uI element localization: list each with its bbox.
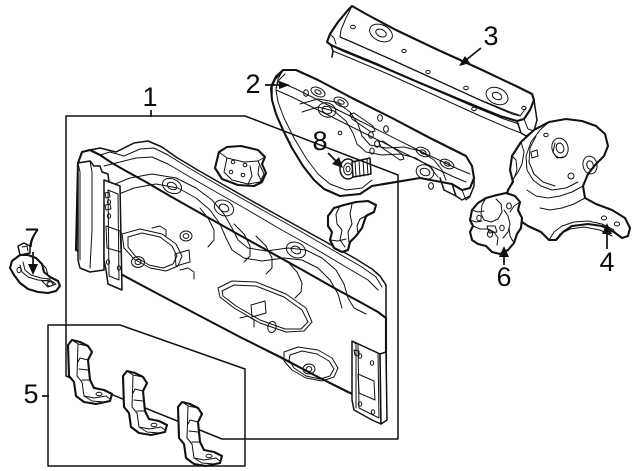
callout-label-7[interactable]: 7 bbox=[24, 223, 39, 253]
callout-4-leader bbox=[602, 223, 612, 249]
panel-mounted-bracket-upper bbox=[213, 144, 268, 188]
part-6-striker-reinforcement-bracket[interactable] bbox=[468, 191, 524, 256]
part-5-bracket-set[interactable] bbox=[47, 324, 246, 468]
callout-label-5[interactable]: 5 bbox=[23, 379, 38, 409]
part-1-bounding-box bbox=[65, 115, 399, 440]
callout-label-2[interactable]: 2 bbox=[245, 69, 260, 99]
part-5-bounding-box bbox=[47, 324, 246, 467]
part-4-right-rear-pillar-inner-panel[interactable] bbox=[503, 117, 632, 242]
panel-mounted-bracket-right bbox=[326, 199, 378, 254]
callout-7-leader bbox=[28, 252, 38, 275]
part-3-rear-roof-rail[interactable] bbox=[325, 4, 538, 137]
bracket-item-2 bbox=[121, 369, 169, 437]
bracket-item-3 bbox=[176, 400, 224, 468]
callout-6-leader bbox=[499, 246, 509, 265]
callout-label-4[interactable]: 4 bbox=[599, 247, 614, 277]
callout-label-8[interactable]: 8 bbox=[312, 126, 327, 156]
bracket-item-1 bbox=[66, 338, 114, 406]
callout-2-leader bbox=[265, 81, 290, 89]
callout-8-leader bbox=[327, 152, 343, 168]
part-2-upper-back-panel-reinforcement[interactable] bbox=[269, 68, 476, 201]
callout-3-leader bbox=[459, 47, 482, 66]
callout-label-1[interactable]: 1 bbox=[142, 82, 157, 112]
callout-label-6[interactable]: 6 bbox=[496, 262, 511, 292]
part-1-back-body-panel-assembly[interactable] bbox=[65, 115, 399, 440]
callout-label-3[interactable]: 3 bbox=[483, 21, 498, 51]
